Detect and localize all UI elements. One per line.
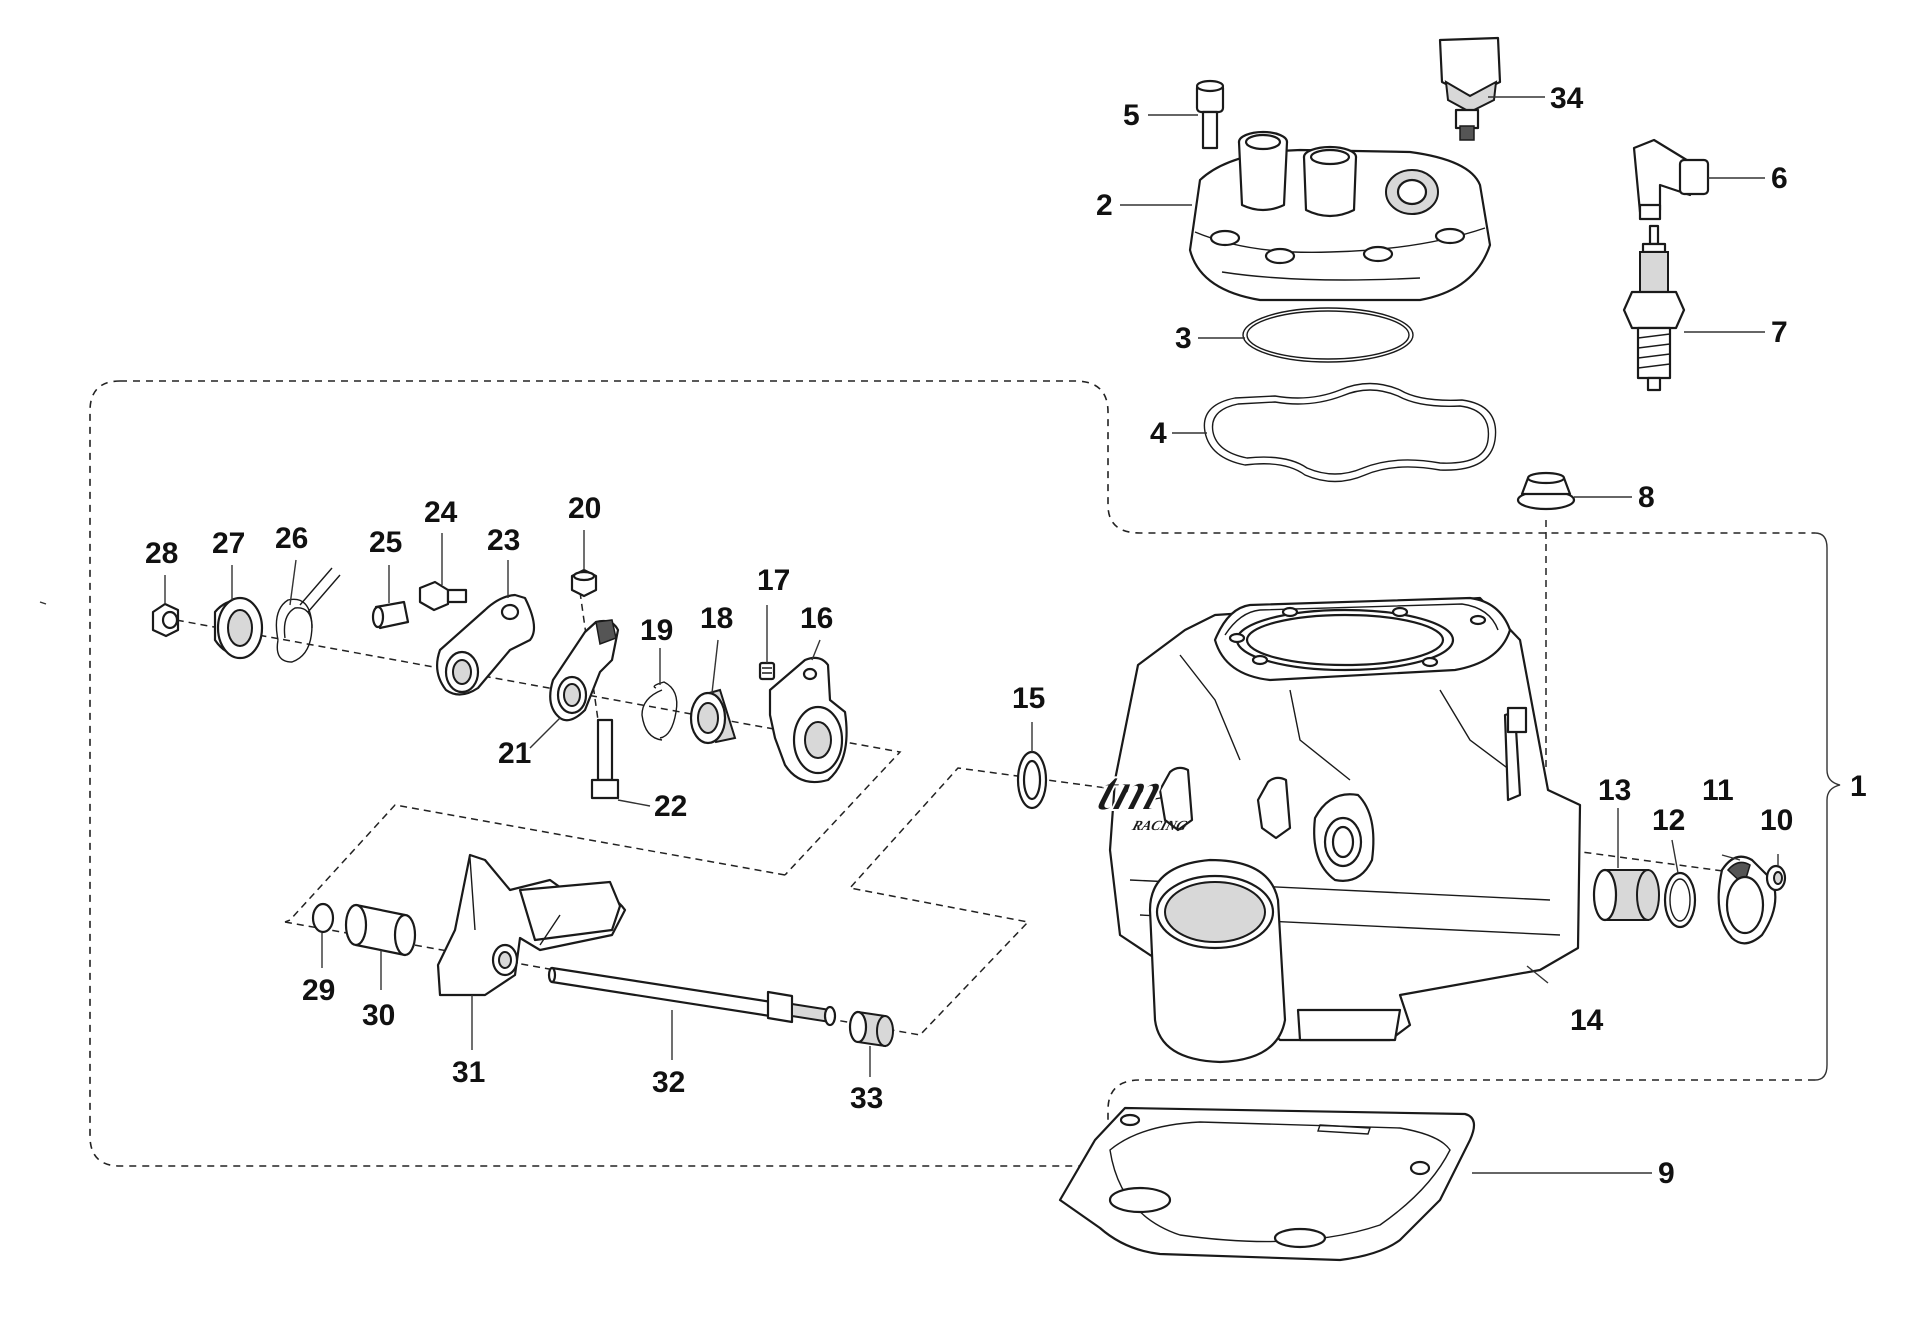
part-number-22: 22: [654, 790, 687, 823]
washer: [311, 902, 335, 934]
part-number-28: 28: [145, 537, 178, 570]
part-number-1: 1: [1850, 770, 1867, 803]
part-number-26: 26: [275, 522, 308, 555]
part-number-18: 18: [700, 602, 733, 635]
head-bolt: [1195, 79, 1225, 150]
part-number-15: 15: [1012, 682, 1045, 715]
bushing: [1592, 868, 1660, 922]
part-number-11: 11: [1702, 774, 1734, 807]
axis-line-middle: [284, 804, 786, 923]
stray-mark: [39, 601, 47, 605]
temperature-sensor: [1438, 36, 1502, 141]
part-number-23: 23: [487, 524, 520, 557]
part-number-24: 24: [424, 496, 458, 529]
lock-nut: [570, 568, 598, 598]
part-number-25: 25: [369, 526, 402, 559]
base-gasket: [1058, 1106, 1476, 1262]
part-number-32: 32: [652, 1066, 685, 1099]
part-number-9: 9: [1658, 1157, 1675, 1190]
part-number-17: 17: [757, 564, 790, 597]
head-gasket: [1203, 382, 1497, 483]
part-number-13: 13: [1598, 774, 1631, 807]
sleeve: [344, 903, 417, 957]
cylinder-head: [1188, 130, 1492, 302]
rocker-bolt: [590, 718, 620, 800]
part-number-20: 20: [568, 492, 601, 525]
shaft-bushing: [848, 1010, 894, 1048]
flange-nut: [1516, 471, 1576, 511]
part-number-10: 10: [1760, 804, 1793, 837]
svg-text:RACING: RACING: [1129, 818, 1189, 834]
grub-screw: [758, 661, 776, 681]
spring-cap: [213, 596, 264, 660]
valve-shaft: [547, 966, 837, 1027]
part-number-12: 12: [1652, 804, 1685, 837]
axis-line-upper: [164, 617, 902, 876]
group-boundary: [89, 380, 1815, 1167]
part-number-14: 14: [1570, 1004, 1604, 1037]
part-number-5: 5: [1123, 99, 1140, 132]
part-number-31: 31: [452, 1056, 485, 1089]
part-number-34: 34: [1550, 82, 1584, 115]
valve-cover: [1717, 855, 1777, 945]
axis-line-lower: [284, 767, 1776, 1036]
cover-screw: [1765, 864, 1787, 892]
rocker-lever: [549, 619, 620, 722]
spark-plug-cap: [1632, 138, 1710, 221]
bearing: [689, 688, 737, 745]
part-number-7: 7: [1771, 316, 1788, 349]
part-number-27: 27: [212, 527, 245, 560]
leader-lines: [164, 96, 1779, 1174]
cover-o-ring: [1663, 871, 1697, 929]
part-number-2: 2: [1096, 189, 1113, 222]
small-nut: [151, 602, 180, 638]
adjuster-bolt: [418, 580, 468, 612]
cylinder: tm RACING: [1089, 596, 1582, 1064]
part-number-3: 3: [1175, 322, 1192, 355]
part-number-21: 21: [498, 737, 531, 770]
part-number-8: 8: [1638, 481, 1655, 514]
bearing-housing: [768, 656, 848, 784]
part-number-16: 16: [800, 602, 833, 635]
part-number-30: 30: [362, 999, 395, 1032]
spark-plug: [1622, 224, 1686, 392]
valve-seal: [1016, 750, 1048, 810]
valve-fork: [436, 853, 627, 997]
torsion-spring: [275, 567, 341, 663]
part-number-6: 6: [1771, 162, 1788, 195]
part-number-33: 33: [850, 1082, 883, 1115]
head-o-ring: [1242, 307, 1414, 363]
circlip: [641, 681, 678, 741]
assembly-brace: [1814, 532, 1841, 1081]
part-number-4: 4: [1150, 417, 1167, 450]
lever-arm: [435, 593, 536, 696]
part-number-19: 19: [640, 614, 673, 647]
part-number-labels: 1 2 3 4 5 6 7 8 9 10 11 12 13 14 15 16 1…: [145, 82, 1867, 1190]
part-number-29: 29: [302, 974, 335, 1007]
dowel-pin: [371, 600, 410, 630]
